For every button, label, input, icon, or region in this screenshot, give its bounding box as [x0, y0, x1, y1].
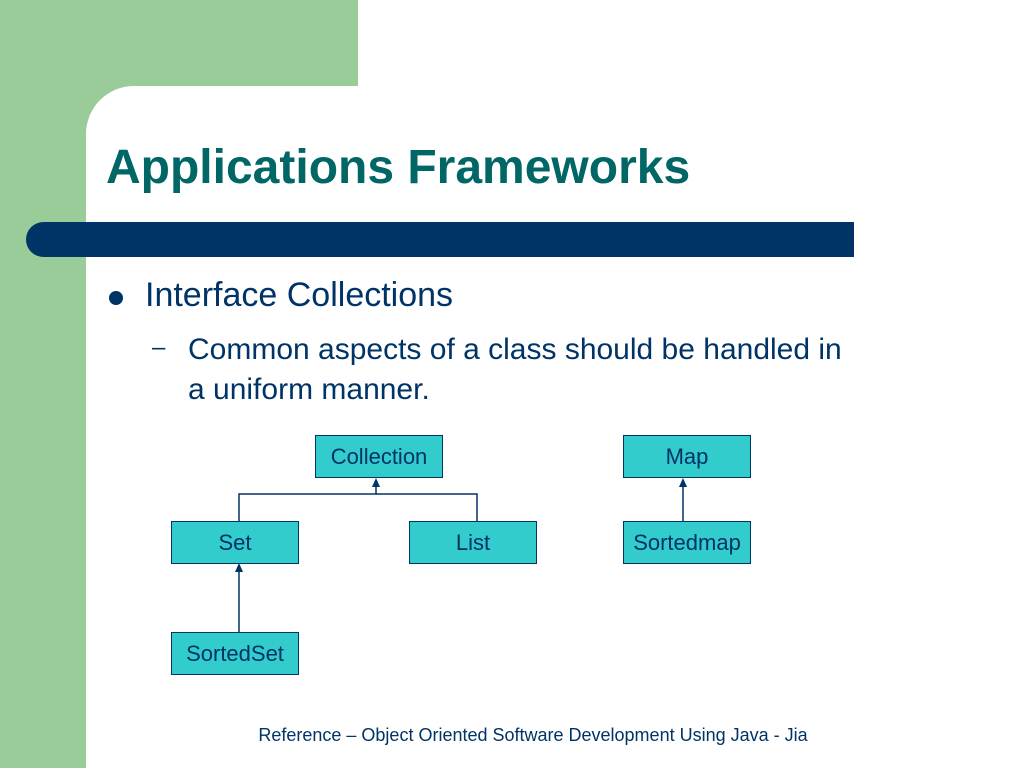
- edge-list-to-collection: [376, 493, 478, 521]
- node-collection: Collection: [315, 435, 443, 478]
- arrowhead-map-icon: [679, 478, 687, 487]
- sub-bullet-line: Common aspects of a class should be hand…: [188, 333, 842, 366]
- sub-bullet-dash-icon: –: [152, 334, 166, 361]
- sub-bullet-item: Common aspects of a class should be hand…: [188, 330, 968, 410]
- node-sortedmap: Sortedmap: [623, 521, 751, 564]
- slide-footer-reference: Reference – Object Oriented Software Dev…: [258, 725, 808, 745]
- arrowhead-set-icon: [235, 563, 243, 572]
- arrowhead-collection-icon: [372, 478, 380, 487]
- node-set: Set: [171, 521, 299, 564]
- bullet-item: Interface Collections: [145, 276, 454, 314]
- slide-title: Applications Frameworks: [106, 141, 691, 194]
- edge-set-to-collection: [238, 485, 377, 521]
- sub-bullet-line: a uniform manner.: [188, 373, 430, 406]
- node-map: Map: [623, 435, 751, 478]
- title-underline-bar: [26, 222, 854, 257]
- bullet-dot-icon: [109, 291, 123, 305]
- node-list: List: [409, 521, 537, 564]
- node-sortedset: SortedSet: [171, 632, 299, 675]
